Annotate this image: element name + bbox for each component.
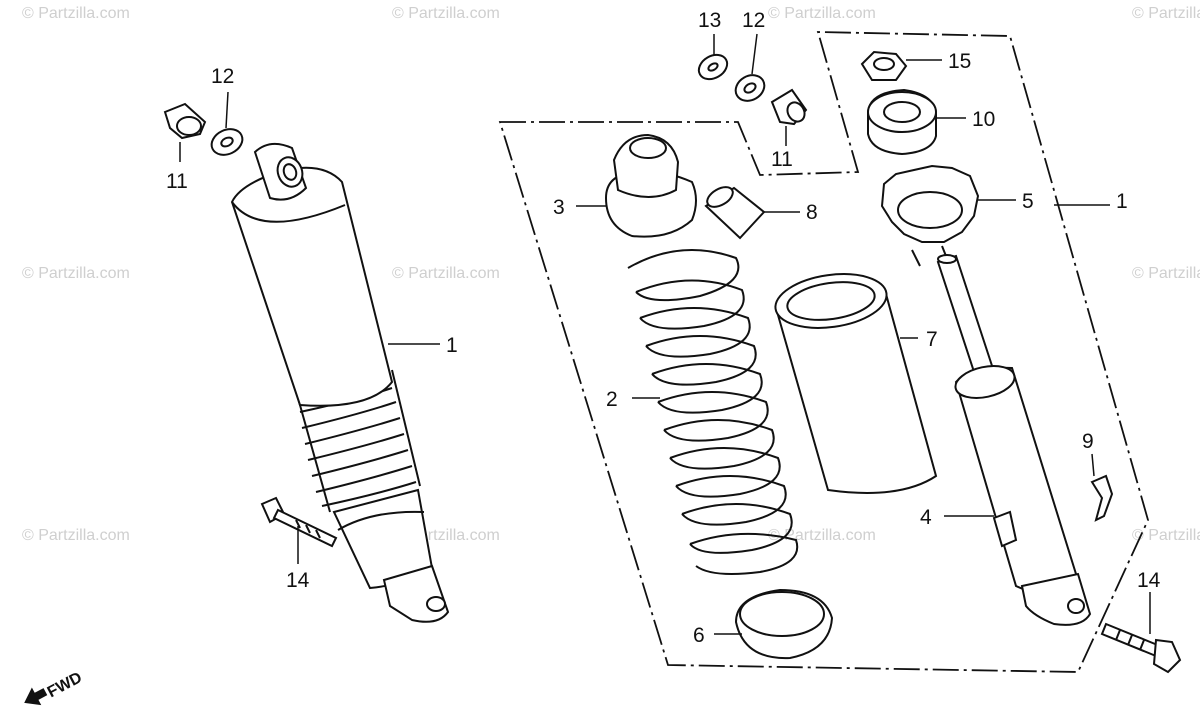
left-top-eye (253, 142, 308, 201)
callout-left-bushing: 11 (166, 170, 188, 193)
watermark: © Partzilla.com (1132, 5, 1200, 22)
watermark: © Partzilla.com (22, 527, 130, 544)
spring: 2 (606, 249, 799, 575)
stopper-rubber: 10 (867, 88, 995, 156)
upper-spring-seat: 3 (553, 133, 697, 238)
watermark: © Partzilla.com (392, 265, 500, 282)
callout-right-bolt: 14 (1137, 569, 1161, 592)
callout-top-washer-b: 12 (742, 9, 765, 32)
callout-upper-seat: 3 (553, 196, 565, 219)
callout-top-washer-a: 13 (698, 9, 721, 32)
exploded-frame (498, 31, 1149, 673)
callout-dust-cover: 7 (926, 328, 938, 351)
watermark: © Partzilla.com (768, 527, 876, 544)
callout-collar: 8 (806, 201, 818, 224)
callout-clip: 9 (1082, 430, 1094, 453)
assembly-callout: 1 (1054, 190, 1128, 213)
top-nut: 15 (860, 50, 971, 81)
watermark: © Partzilla.com (768, 5, 876, 22)
callout-top-bushing: 11 (771, 148, 793, 171)
left-washer (210, 128, 244, 156)
left-cap-nut (163, 102, 207, 140)
left-bottom-eye (382, 564, 450, 623)
callout-damper: 4 (920, 506, 932, 529)
watermark: © Partzilla.com (1132, 527, 1200, 544)
watermark: © Partzilla.com (22, 265, 130, 282)
watermark: © Partzilla.com (392, 5, 500, 22)
left-shock-assembly: 12 11 1 14 (163, 65, 458, 623)
callout-spring: 2 (606, 388, 618, 411)
spring-adjuster: 5 (880, 164, 1034, 267)
callout-lower-seat: 6 (693, 624, 705, 647)
callout-left-shock: 1 (446, 334, 458, 357)
watermark: © Partzilla.com (22, 5, 130, 22)
callout-assembly: 1 (1116, 190, 1128, 213)
damper-unit: 4 (920, 254, 1092, 626)
fwd-arrow: FWD (24, 669, 85, 706)
top-hardware: 13 12 11 (697, 9, 808, 171)
lower-spring-seat: 6 (693, 588, 834, 660)
collar: 8 (704, 186, 818, 240)
dust-cover: 7 (774, 273, 938, 494)
callout-nut: 15 (948, 50, 971, 73)
callout-adjuster: 5 (1022, 190, 1034, 213)
watermark: © Partzilla.com (1132, 265, 1200, 282)
arrow-icon (24, 687, 48, 706)
left-bolt (260, 496, 338, 548)
left-shroud (230, 166, 394, 407)
fwd-label: FWD (45, 669, 85, 701)
callout-stopper-rubber: 10 (972, 108, 995, 131)
callout-left-washer: 12 (211, 65, 234, 88)
callout-left-bolt: 14 (286, 569, 310, 592)
right-bolt: 14 (1100, 569, 1182, 674)
clip: 9 (1082, 430, 1114, 522)
